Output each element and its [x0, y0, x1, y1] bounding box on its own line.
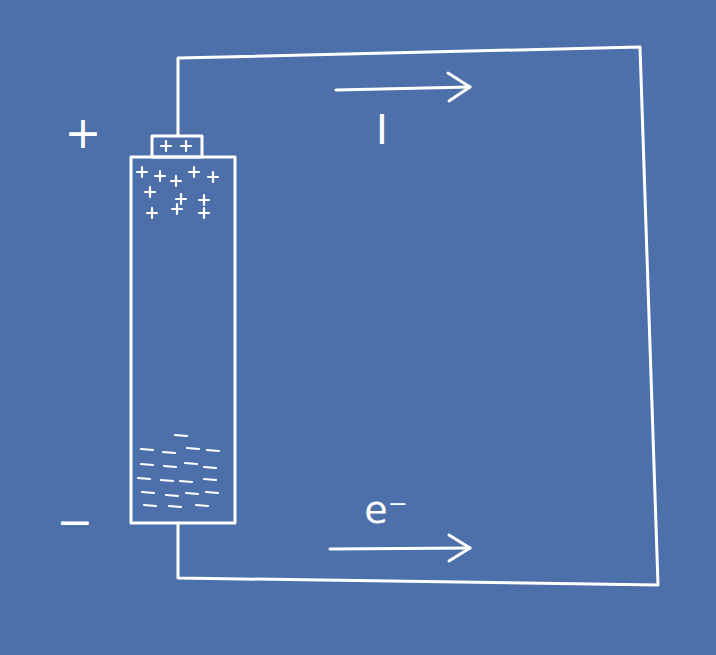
negative-charge: [163, 452, 175, 453]
charge-stroke: [203, 195, 205, 205]
positive-charge: [181, 141, 191, 151]
negative-charge: [141, 449, 153, 450]
negative-charge: [161, 480, 173, 481]
negative-charge: [206, 492, 218, 493]
charge-stroke: [159, 171, 161, 181]
positive-charge: [145, 187, 155, 197]
charge-stroke: [175, 176, 177, 186]
positive-charge: [199, 195, 209, 205]
electron-label: e⁻: [364, 491, 407, 529]
electron-arrow: [330, 548, 470, 549]
charge-stroke: [185, 141, 187, 151]
battery-terminal: [152, 136, 202, 157]
charge-stroke: [180, 194, 182, 204]
terminal-sign: +: [65, 111, 102, 155]
negative-charge: [185, 463, 197, 464]
battery-body: [131, 157, 235, 523]
positive-charge: [161, 141, 171, 151]
positive-charge: [199, 208, 209, 218]
negative-charge: [144, 505, 156, 506]
positive-charge: [176, 194, 186, 204]
charge-stroke: [141, 167, 143, 177]
positive-charge: [208, 172, 218, 182]
negative-charge: [207, 450, 219, 451]
negative-charge: [164, 466, 176, 467]
electron-arrowhead: [449, 535, 470, 561]
negative-charge: [196, 505, 208, 506]
negative-charge: [166, 495, 178, 496]
current-label: I: [376, 110, 388, 150]
terminal-sign: −: [57, 500, 94, 544]
charge-stroke: [193, 167, 195, 177]
positive-charge: [189, 167, 199, 177]
negative-charge: [186, 493, 198, 494]
charge-stroke: [203, 208, 205, 218]
positive-charge: [171, 176, 181, 186]
charge-stroke: [165, 141, 167, 151]
negative-charge: [142, 492, 154, 493]
wire: [178, 47, 658, 585]
negative-charge: [204, 479, 216, 480]
charge-stroke: [151, 208, 153, 218]
positive-charge: [137, 167, 147, 177]
charge-stroke: [149, 187, 151, 197]
negative-charge: [180, 481, 192, 482]
positive-charge: [155, 171, 165, 181]
current-arrowhead: [448, 73, 470, 101]
negative-charge: [141, 464, 153, 465]
negative-charge: [204, 467, 216, 468]
negative-charge: [175, 435, 187, 436]
negative-charge: [138, 478, 150, 479]
negative-charge: [169, 506, 181, 507]
charge-stroke: [176, 204, 178, 214]
negative-charge: [187, 448, 199, 449]
current-arrow: [336, 87, 470, 90]
charge-marks: [137, 141, 219, 507]
positive-charge: [172, 204, 182, 214]
positive-charge: [147, 208, 157, 218]
charge-stroke: [212, 172, 214, 182]
